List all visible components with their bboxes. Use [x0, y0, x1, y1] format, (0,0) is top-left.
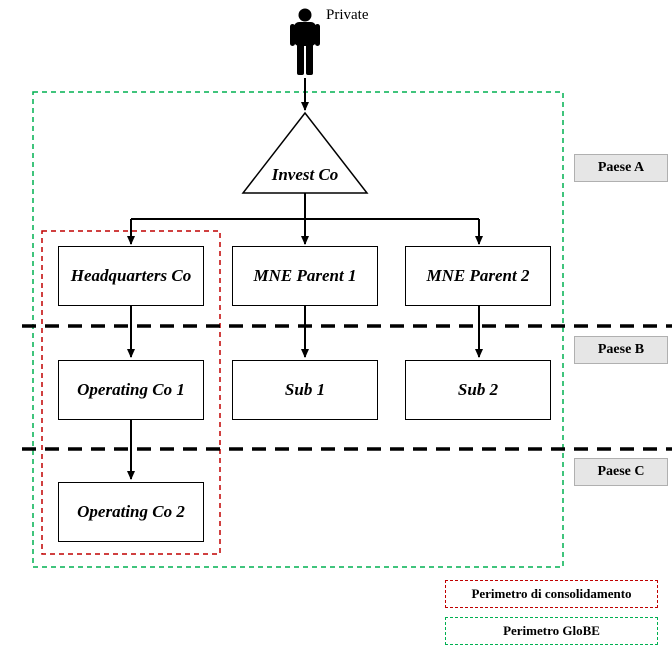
country-label-b: Paese B	[574, 336, 668, 364]
consolidation-perimeter	[41, 230, 221, 555]
entity-sub-1: Sub 1	[232, 360, 378, 420]
legend-consolidation: Perimetro di consolidamento	[445, 580, 658, 608]
entity-operating-co-1: Operating Co 1	[58, 360, 204, 420]
entity-sub-2: Sub 2	[405, 360, 551, 420]
entity-mne-parent-2: MNE Parent 2	[405, 246, 551, 306]
entity-headquarters-co: Headquarters Co	[58, 246, 204, 306]
country-label-c: Paese C	[574, 458, 668, 486]
legend-globe: Perimetro GloBE	[445, 617, 658, 645]
owner-label: Private	[326, 7, 369, 23]
country-label-a: Paese A	[574, 154, 668, 182]
person-icon	[290, 8, 320, 75]
entity-operating-co-2: Operating Co 2	[58, 482, 204, 542]
invest-co-label: Invest Co	[271, 165, 339, 184]
globe-perimeter	[32, 91, 564, 568]
entity-mne-parent-1: MNE Parent 1	[232, 246, 378, 306]
